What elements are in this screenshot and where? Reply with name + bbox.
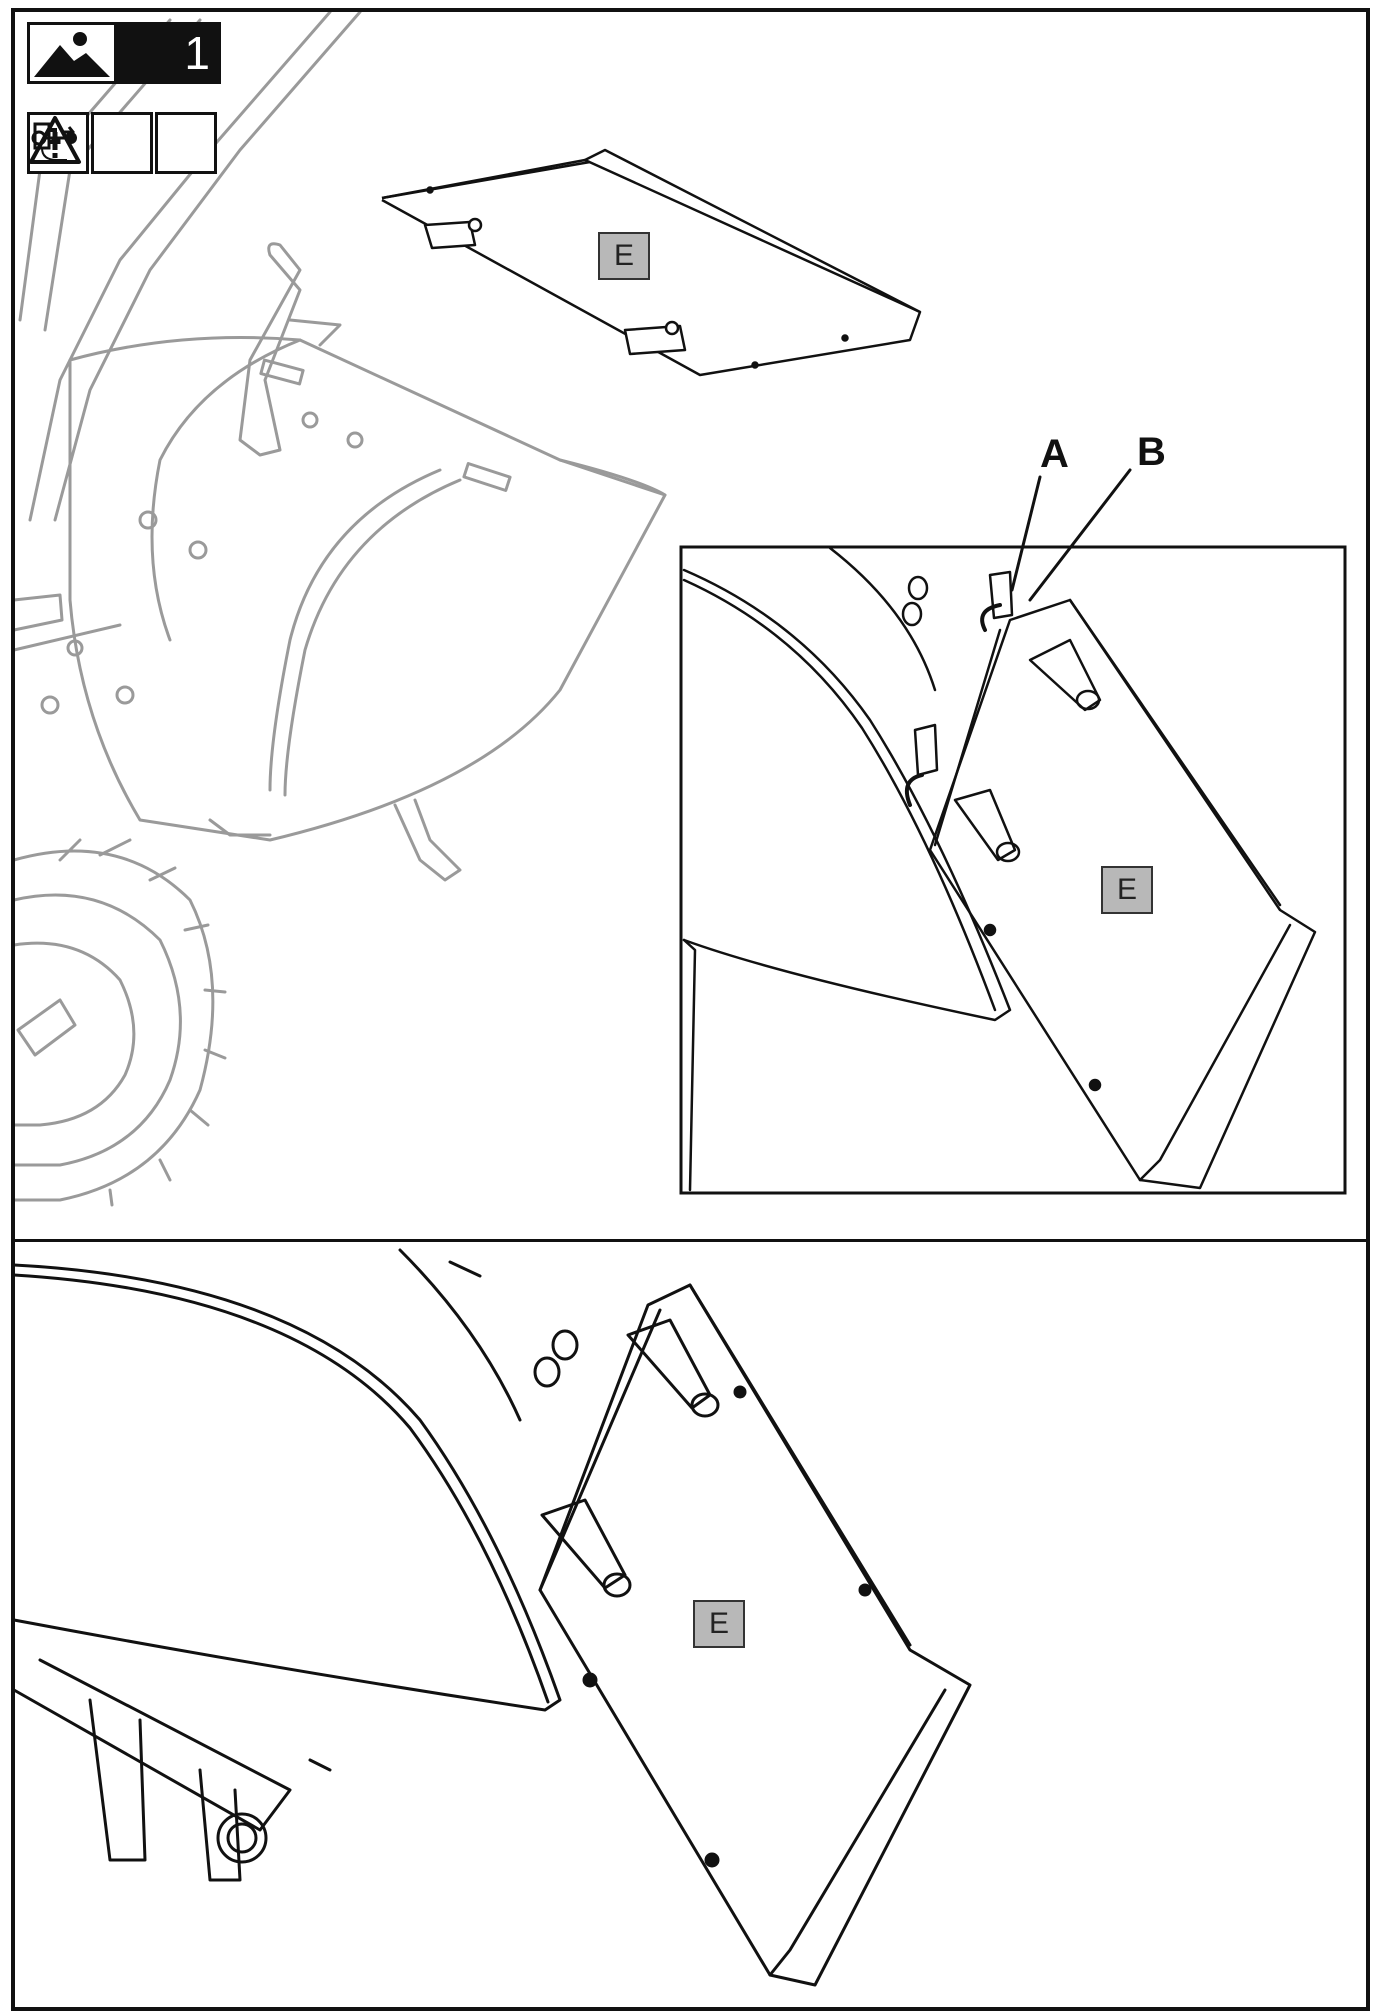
label-e-detail: E (1101, 866, 1153, 914)
safety-symbols (27, 112, 219, 174)
outer-frame (11, 8, 1370, 2011)
tiller-drawing (12, 10, 667, 1207)
figure-header: 1 (27, 22, 221, 84)
label-e-bottom: E (693, 1600, 745, 1648)
flap-part-top (381, 148, 922, 377)
label-e-top: E (598, 232, 650, 280)
callout-b: B (1137, 430, 1166, 474)
figure-number: 1 (184, 27, 210, 79)
detail-drawing (682, 468, 1317, 1192)
key-icon (31, 112, 217, 174)
bottom-drawing (12, 1248, 972, 1987)
callout-a: A (1040, 432, 1069, 476)
detail-inset-frame (679, 545, 1347, 1195)
image-icon (30, 25, 114, 81)
unplug-icon (33, 112, 153, 174)
panel-divider (11, 1239, 1370, 1242)
